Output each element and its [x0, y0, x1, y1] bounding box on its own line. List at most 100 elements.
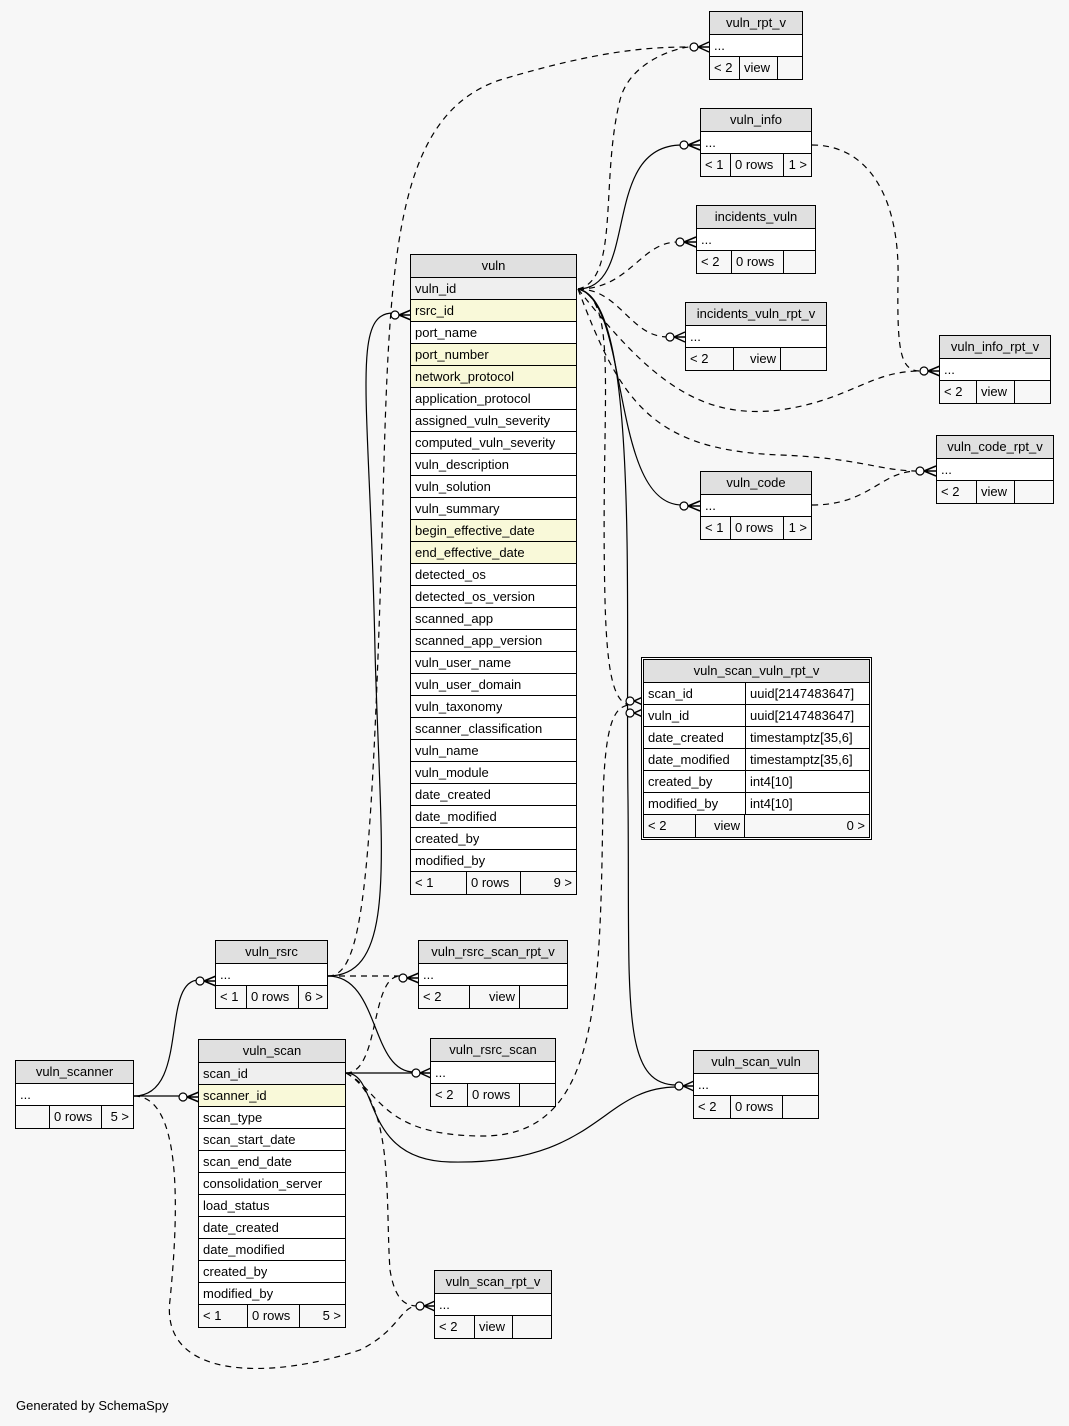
column-row-scanner_id[interactable]: scanner_id — [199, 1085, 345, 1107]
column-row-scanned_app_version[interactable]: scanned_app_version — [411, 630, 576, 652]
column-row-scan_type[interactable]: scan_type — [199, 1107, 345, 1129]
column-name: scan_type — [203, 1110, 263, 1125]
column-row-date_created[interactable]: date_created — [199, 1217, 345, 1239]
column-row-date_created[interactable]: date_created timestamptz[35,6] — [644, 727, 869, 749]
column-name: scan_start_date — [203, 1132, 296, 1147]
parents-count: < 2 — [697, 251, 732, 273]
table-title[interactable]: vuln_scan_vuln_rpt_v — [644, 660, 869, 683]
table-title[interactable]: vuln_rsrc — [216, 941, 327, 964]
column-row-vuln_module[interactable]: vuln_module — [411, 762, 576, 784]
column-name: vuln_module — [415, 765, 489, 780]
marker-incidents_vuln — [675, 237, 685, 247]
table-title[interactable]: vuln_scan — [199, 1040, 345, 1063]
column-row-created_by[interactable]: created_by — [199, 1261, 345, 1283]
column-name: date_modified — [203, 1242, 285, 1257]
edge-vuln_scanner-vuln_rsrc — [133, 979, 200, 1097]
children-count — [784, 251, 815, 273]
column-row-port_number[interactable]: port_number — [411, 344, 576, 366]
children-count: 1 > — [788, 520, 807, 535]
row-count: 0 rows — [731, 1096, 783, 1118]
column-row-scanner_classification[interactable]: scanner_classification — [411, 718, 576, 740]
column-row-vuln_summary[interactable]: vuln_summary — [411, 498, 576, 520]
column-name: network_protocol — [415, 369, 514, 384]
table-title[interactable]: vuln_rsrc_scan_rpt_v — [419, 941, 567, 964]
column-name: modified_by — [648, 796, 719, 811]
edge-vuln-incidents_vuln — [577, 241, 679, 290]
table-title[interactable]: incidents_vuln — [697, 206, 815, 229]
column-row-vuln_user_name[interactable]: vuln_user_name — [411, 652, 576, 674]
column-row-modified_by[interactable]: modified_by — [199, 1283, 345, 1305]
table-title[interactable]: vuln_scanner — [16, 1061, 133, 1084]
column-row-load_status[interactable]: load_status — [199, 1195, 345, 1217]
column-row-vuln_taxonomy[interactable]: vuln_taxonomy — [411, 696, 576, 718]
table-title[interactable]: vuln_info — [701, 109, 811, 132]
column-row-computed_vuln_severity[interactable]: computed_vuln_severity — [411, 432, 576, 454]
marker-vuln_scan_vuln_rpt_v-1 — [625, 696, 635, 706]
column-name: vuln_description — [415, 457, 509, 472]
table-title[interactable]: vuln_rsrc_scan — [431, 1039, 555, 1062]
column-row-begin_effective_date[interactable]: begin_effective_date — [411, 520, 576, 542]
column-row-vuln_name[interactable]: vuln_name — [411, 740, 576, 762]
column-name: date_created — [648, 730, 724, 745]
table-title[interactable]: vuln_scan_rpt_v — [435, 1271, 551, 1294]
table-title[interactable]: vuln_code_rpt_v — [937, 436, 1053, 459]
column-row-rsrc_id[interactable]: rsrc_id — [411, 300, 576, 322]
column-name: date_created — [415, 787, 491, 802]
column-name: scan_end_date — [203, 1154, 292, 1169]
column-row-detected_os[interactable]: detected_os — [411, 564, 576, 586]
column-row-date_modified[interactable]: date_modified — [199, 1239, 345, 1261]
column-row-network_protocol[interactable]: network_protocol — [411, 366, 576, 388]
table-title[interactable]: vuln_code — [701, 472, 811, 495]
column-row-scan_start_date[interactable]: scan_start_date — [199, 1129, 345, 1151]
column-row-detected_os_version[interactable]: detected_os_version — [411, 586, 576, 608]
column-row-vuln_id[interactable]: vuln_id — [411, 278, 576, 300]
column-row-vuln_solution[interactable]: vuln_solution — [411, 476, 576, 498]
table-title[interactable]: vuln_info_rpt_v — [940, 336, 1050, 359]
column-row-scan_end_date[interactable]: scan_end_date — [199, 1151, 345, 1173]
table-title[interactable]: vuln_rpt_v — [710, 12, 802, 35]
column-name: scan_id — [648, 686, 693, 701]
parents-count: < 2 — [940, 381, 977, 403]
column-row-date_modified[interactable]: date_modified — [411, 806, 576, 828]
column-row-date_created[interactable]: date_created — [411, 784, 576, 806]
table-title[interactable]: vuln — [411, 255, 576, 278]
column-name: modified_by — [415, 853, 486, 868]
parents-count: < 1 — [701, 517, 731, 539]
column-row-vuln_description[interactable]: vuln_description — [411, 454, 576, 476]
table-title[interactable]: incidents_vuln_rpt_v — [686, 303, 826, 326]
column-row-assigned_vuln_severity[interactable]: assigned_vuln_severity — [411, 410, 576, 432]
column-row-vuln_user_domain[interactable]: vuln_user_domain — [411, 674, 576, 696]
table-title[interactable]: vuln_scan_vuln — [694, 1051, 818, 1074]
column-row-end_effective_date[interactable]: end_effective_date — [411, 542, 576, 564]
column-row-modified_by[interactable]: modified_by — [411, 850, 576, 872]
column-row-created_by[interactable]: created_by — [411, 828, 576, 850]
column-type: int4[10] — [745, 771, 869, 792]
column-row-application_protocol[interactable]: application_protocol — [411, 388, 576, 410]
column-type: timestamptz[35,6] — [745, 727, 869, 748]
column-row-scan_id[interactable]: scan_id — [199, 1063, 345, 1085]
column-row-consolidation_server[interactable]: consolidation_server — [199, 1173, 345, 1195]
column-row-scanned_app[interactable]: scanned_app — [411, 608, 576, 630]
column-row-port_name[interactable]: port_name — [411, 322, 576, 344]
